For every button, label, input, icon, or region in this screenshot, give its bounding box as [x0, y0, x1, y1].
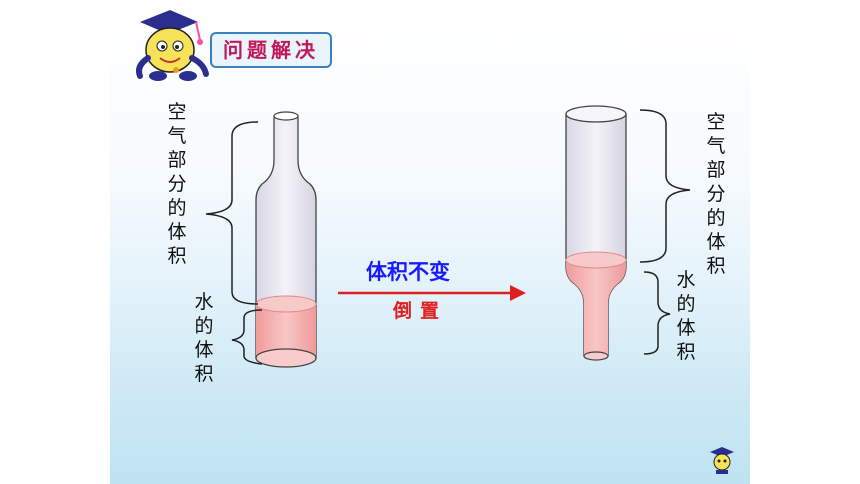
right-air-brace — [639, 109, 691, 263]
left-water-volume-label: 水的体积 — [194, 291, 214, 385]
invert-label: 倒置 — [393, 300, 448, 322]
right-water-volume-label: 水的体积 — [676, 269, 696, 363]
title-box: 问题解决 — [210, 32, 332, 68]
small-mascot-icon[interactable] — [710, 447, 734, 474]
upright-bottle — [255, 111, 317, 368]
page-title: 问题解决 — [223, 38, 319, 62]
mascot-doctor-icon — [136, 10, 209, 81]
left-water-brace — [231, 309, 263, 365]
left-air-brace — [205, 121, 259, 305]
slide-background — [110, 0, 750, 484]
right-water-brace — [643, 271, 671, 355]
right-air-volume-label: 空气部分的体积 — [706, 111, 726, 277]
right-arrow-icon — [338, 285, 526, 301]
left-air-volume-label: 空气部分的体积 — [167, 101, 187, 267]
volume-unchanged-label: 体积不变 — [366, 260, 450, 284]
inverted-bottle — [565, 105, 627, 361]
